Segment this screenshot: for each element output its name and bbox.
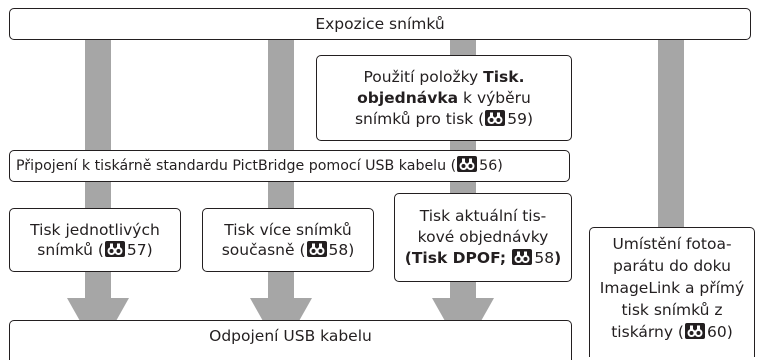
print-order-close: )	[526, 109, 534, 128]
binoculars-icon	[104, 241, 125, 257]
dock-print-text: Umístění fotoa- parátu do doku ImageLink…	[600, 233, 744, 343]
connect-close: )	[497, 158, 503, 174]
print-order-line1: Použití položky	[363, 67, 484, 86]
arrow-1	[67, 40, 129, 353]
dock-line2: parátu do doku	[613, 257, 731, 275]
print-order-line3: snímků pro tisk (	[354, 109, 485, 128]
dpof-semi: ;	[499, 249, 512, 267]
print-order-bold1: Tisk.	[483, 67, 525, 86]
multiple-print-line1: Tisk více snímků	[224, 221, 352, 239]
disconnect-label: Odpojení USB kabelu	[209, 327, 372, 345]
binoculars-icon	[512, 249, 533, 265]
print-order-bold2: objednávka	[357, 88, 459, 107]
print-order-page: 59	[507, 109, 527, 128]
dock-line5: tiskárny (	[611, 323, 684, 341]
expose-box: Expozice snímků	[9, 8, 751, 40]
single-print-page: 57	[126, 241, 147, 259]
dock-line4: tisk snímků z	[621, 301, 723, 319]
dock-line1: Umístění fotoa-	[612, 235, 732, 253]
binoculars-icon	[457, 156, 478, 172]
single-print-text: Tisk jednotlivých snímků ( 57)	[30, 220, 160, 260]
dpof-line2: kové objednávky	[417, 228, 549, 246]
dock-print-box: Umístění fotoa- parátu do doku ImageLink…	[589, 227, 755, 357]
binoculars-icon	[684, 323, 705, 339]
dpof-print-text: Tisk aktuální tis- kové objednávky (Tisk…	[405, 206, 562, 269]
print-order-box: Použití položky Tisk. objednávka k výběr…	[316, 55, 572, 141]
dpof-print-box: Tisk aktuální tis- kové objednávky (Tisk…	[394, 193, 572, 282]
multiple-print-line2: současně (	[221, 241, 306, 259]
multiple-print-close: )	[348, 241, 355, 259]
expose-label: Expozice snímků	[315, 15, 445, 33]
multiple-print-box: Tisk více snímků současně ( 58)	[202, 208, 374, 272]
dock-page: 60	[706, 323, 727, 341]
disconnect-box: Odpojení USB kabelu	[9, 320, 572, 360]
multiple-print-text: Tisk více snímků současně ( 58)	[222, 220, 355, 260]
connect-box: Připojení k tiskárně standardu PictBridg…	[9, 150, 570, 182]
single-print-line1: Tisk jednotlivých	[30, 221, 160, 239]
dpof-line1: Tisk aktuální tis-	[419, 207, 547, 225]
dock-line3: ImageLink a přímý	[599, 279, 745, 297]
print-order-line2: k výběru	[458, 88, 531, 107]
arrow-2	[250, 40, 312, 353]
dpof-bold: Tisk DPOF	[411, 249, 500, 267]
dpof-close: )	[554, 249, 562, 267]
single-print-close: )	[146, 241, 153, 259]
binoculars-icon	[485, 109, 506, 126]
dpof-page: 58	[534, 249, 555, 267]
dock-close: )	[726, 323, 733, 341]
connect-label: Připojení k tiskárně standardu PictBridg…	[16, 158, 457, 174]
print-order-text: Použití položky Tisk. objednávka k výběr…	[355, 67, 533, 130]
connect-text: Připojení k tiskárně standardu PictBridg…	[16, 156, 503, 176]
binoculars-icon	[306, 241, 327, 257]
single-print-line2: snímků (	[37, 241, 104, 259]
connect-page: 56	[479, 158, 498, 174]
multiple-print-page: 58	[328, 241, 349, 259]
dpof-open: (	[404, 249, 412, 267]
single-print-box: Tisk jednotlivých snímků ( 57)	[9, 208, 181, 272]
